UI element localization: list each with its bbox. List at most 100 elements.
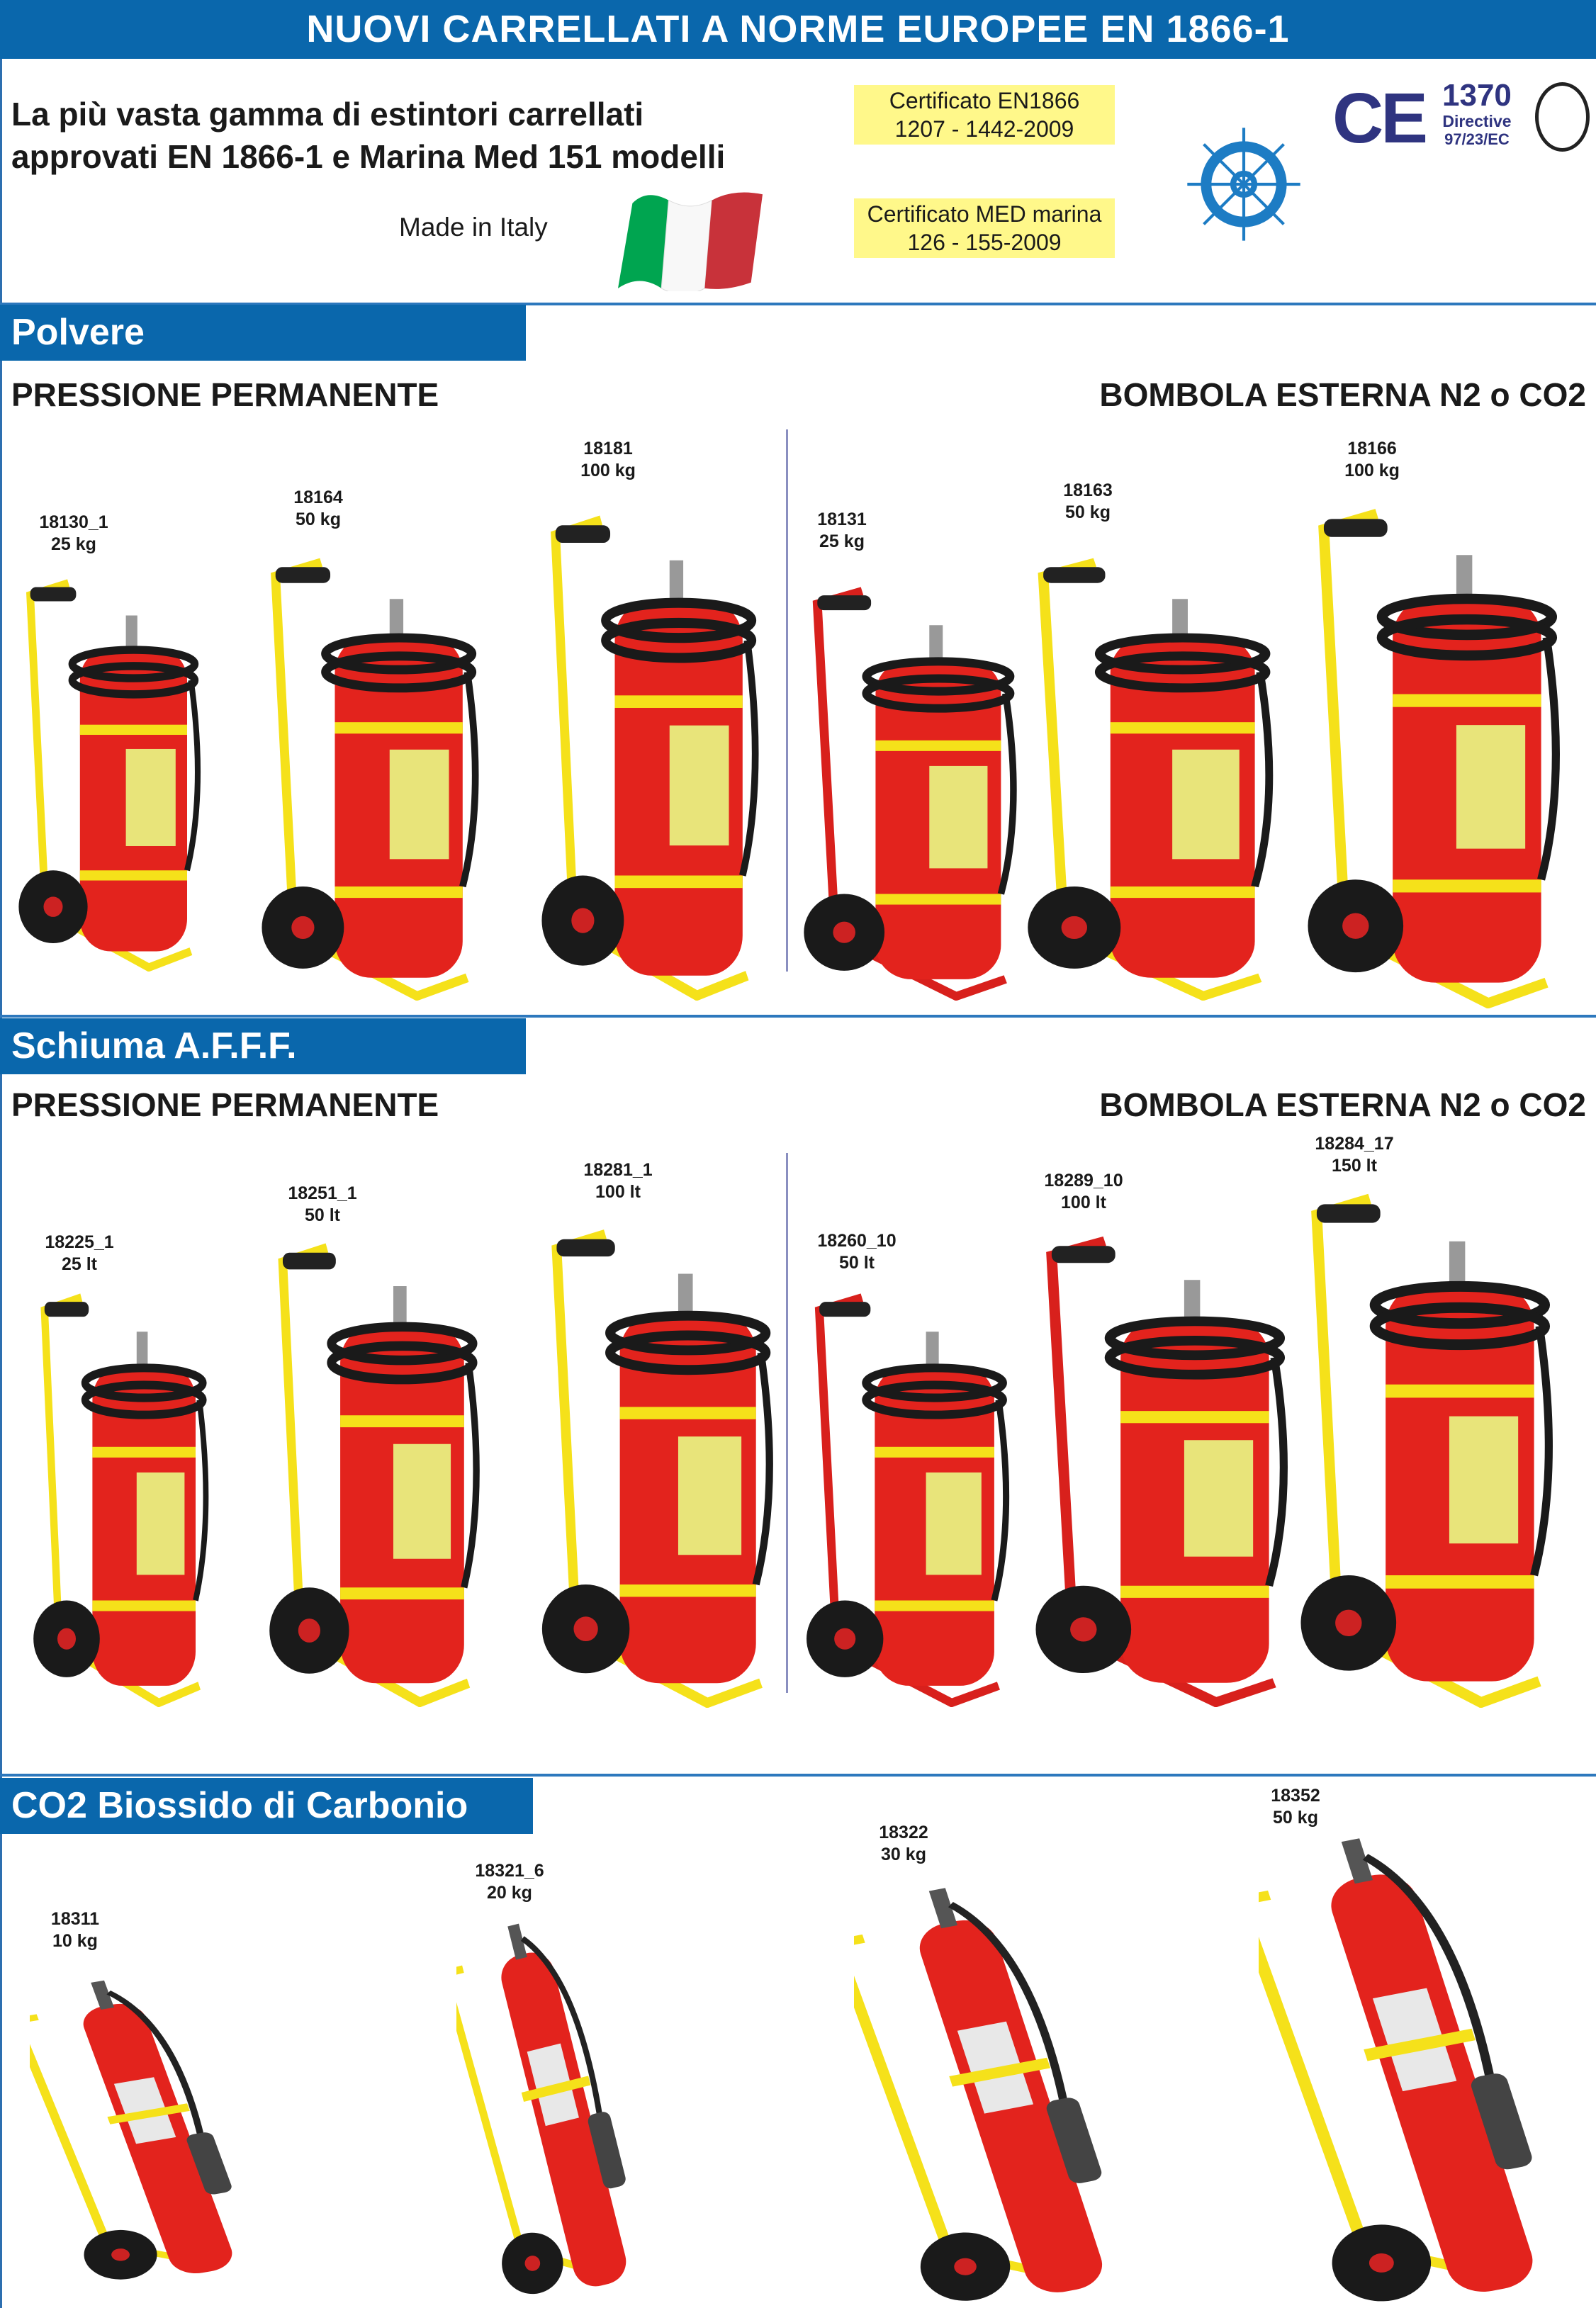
product-code: 18289_10: [1044, 1171, 1123, 1190]
extinguisher-image: [1023, 544, 1281, 1001]
cert-med-badge: Certificato MED marina 126 - 155-2009: [854, 198, 1115, 258]
product-capacity: 20 kg: [487, 1883, 532, 1903]
extinguisher-image: [1303, 493, 1568, 1008]
product-capacity: 25 lt: [61, 1254, 98, 1274]
extinguisher-drawing: [1259, 1838, 1533, 2302]
extinguisher-image: [802, 1280, 1016, 1707]
extinguisher-drawing: [1035, 1236, 1288, 1707]
section-tab-polvere: Polvere: [0, 305, 526, 361]
cert-med-number: 126 - 155-2009: [907, 230, 1062, 255]
cert-en1866-title: Certificato EN1866: [889, 88, 1080, 113]
subheading-bombola-esterna: BOMBOLA ESTERNA N2 o CO2: [1099, 1086, 1586, 1123]
product-code: 18322: [879, 1823, 928, 1842]
extinguisher-drawing: [1028, 558, 1274, 1001]
product-capacity: 100 kg: [580, 461, 636, 480]
product-code: 18225_1: [45, 1232, 114, 1252]
product-capacity: 25 kg: [819, 531, 865, 551]
extinguisher-image: [1296, 1178, 1561, 1708]
section-divider: [0, 303, 1596, 305]
extinguisher-drawing: [1300, 1193, 1553, 1708]
page-title: NUOVI CARRELLATI A NORME EUROPEE EN 1866…: [0, 0, 1596, 59]
certification-stamp-icon: [1535, 82, 1590, 152]
ce-mark: CE: [1332, 79, 1428, 158]
product-code: 18181: [583, 439, 633, 458]
cert-en1866-badge: Certificato EN1866 1207 - 1442-2009: [854, 85, 1115, 145]
product-capacity: 100 lt: [1061, 1193, 1106, 1212]
extinguisher-drawing: [33, 1293, 209, 1707]
intro-line-2: approvati EN 1866-1 e Marina Med 151 mod…: [11, 138, 726, 175]
section-tab-schiuma: Schiuma A.F.F.F.: [0, 1018, 526, 1074]
ship-wheel-icon: [1185, 125, 1303, 243]
extinguisher-image: [537, 1215, 780, 1708]
product-capacity: 25 kg: [51, 534, 96, 554]
subheading-pressione-permanente: PRESSIONE PERMANENTE: [11, 1086, 439, 1123]
extinguisher-drawing: [262, 558, 479, 1001]
product-code: 18166: [1347, 439, 1397, 458]
extinguisher-image: [265, 1229, 486, 1707]
product-capacity: 50 kg: [296, 510, 341, 529]
product-code: 18131: [817, 510, 867, 529]
extinguisher-drawing: [30, 1980, 232, 2280]
co2-extinguisher-image: [456, 1913, 648, 2296]
product-code: 18251_1: [288, 1183, 357, 1203]
co2-extinguisher-image: [1259, 1825, 1568, 2304]
product-capacity: 150 lt: [1332, 1156, 1377, 1176]
section-divider: [0, 1774, 1596, 1777]
extinguisher-drawing: [18, 579, 201, 972]
extinguisher-drawing: [854, 1888, 1103, 2301]
extinguisher-drawing: [1308, 509, 1560, 1008]
product-code: 18284_17: [1315, 1134, 1394, 1154]
co2-extinguisher-image: [30, 1972, 258, 2281]
extinguisher-drawing: [804, 587, 1017, 1001]
cert-en1866-number: 1207 - 1442-2009: [894, 116, 1074, 142]
notified-body-number: 1370: [1442, 78, 1512, 113]
product-capacity: 50 lt: [838, 1253, 875, 1273]
product-label: 18289_10 100 lt: [1044, 1170, 1123, 1214]
extinguisher-image: [257, 544, 485, 1001]
product-label: 18131 25 kg: [817, 509, 867, 553]
subheading-bombola-esterna: BOMBOLA ESTERNA N2 o CO2: [1099, 376, 1586, 413]
cert-med-title: Certificato MED marina: [867, 201, 1102, 227]
product-code: 18163: [1063, 480, 1113, 500]
co2-extinguisher-image: [854, 1876, 1134, 2303]
directive-label: Directive: [1442, 112, 1512, 130]
product-code: 18260_10: [817, 1231, 897, 1251]
extinguisher-drawing: [541, 1229, 773, 1708]
extinguisher-drawing: [807, 1293, 1010, 1707]
product-capacity: 100 lt: [595, 1182, 641, 1202]
product-capacity: 50 kg: [1273, 1808, 1318, 1828]
column-divider: [786, 429, 788, 972]
extinguisher-image: [15, 567, 206, 972]
column-divider: [786, 1153, 788, 1693]
extinguisher-drawing: [269, 1243, 480, 1707]
extinguisher-drawing: [456, 1923, 626, 2295]
product-label: 18164 50 kg: [293, 487, 343, 531]
product-label: 18181 100 kg: [580, 438, 636, 482]
product-capacity: 10 kg: [52, 1931, 98, 1951]
extinguisher-drawing: [541, 515, 759, 1001]
product-capacity: 30 kg: [881, 1845, 926, 1864]
product-code: 18321_6: [475, 1861, 544, 1881]
page-border: [0, 59, 2, 2308]
product-capacity: 100 kg: [1344, 461, 1400, 480]
italian-flag-icon: [618, 188, 763, 295]
made-in-italy: Made in Italy: [399, 213, 548, 242]
product-code: 18130_1: [39, 512, 108, 532]
intro-line-1: La più vasta gamma di estintori carrella…: [11, 96, 644, 133]
section-tab-co2: CO2 Biossido di Carbonio: [0, 1778, 533, 1834]
directive-code: 97/23/EC: [1444, 130, 1510, 148]
extinguisher-image: [537, 500, 765, 1001]
product-code: 18164: [293, 488, 343, 507]
product-label: 18166 100 kg: [1344, 438, 1400, 482]
product-capacity: 50 lt: [304, 1205, 341, 1225]
extinguisher-image: [799, 574, 1023, 1001]
section-divider: [0, 1015, 1596, 1018]
